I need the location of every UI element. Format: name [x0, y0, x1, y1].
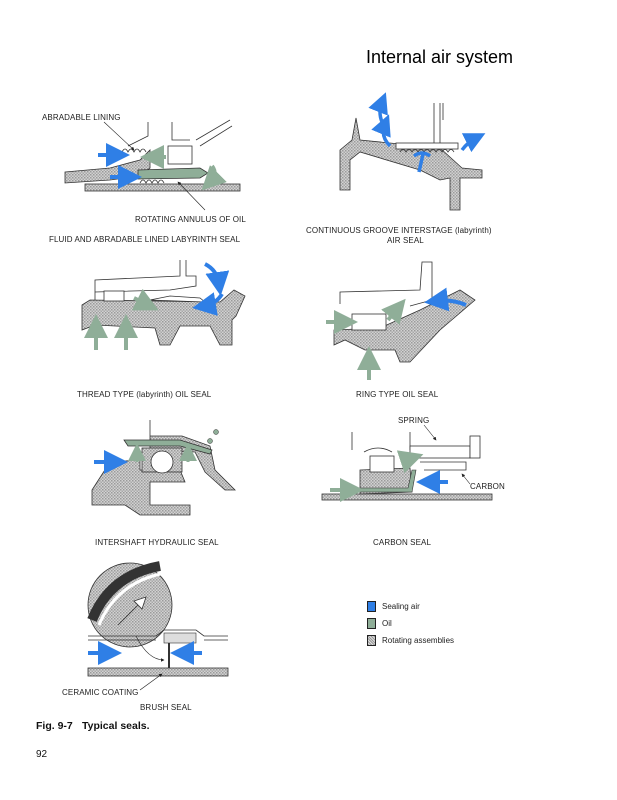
seal-5-drawing: [91, 420, 236, 516]
label-rotating-annulus: ROTATING ANNULUS OF OIL: [135, 215, 246, 224]
legend-item-rotating: Rotating assemblies: [367, 632, 454, 649]
legend-item-sealing-air: Sealing air: [367, 598, 454, 615]
oil-swatch: [367, 618, 376, 629]
rotating-swatch: [367, 635, 376, 646]
seal-7-drawing: [87, 561, 229, 691]
caption-fluid-abradable-seal: FLUID AND ABRADABLE LINED LABYRINTH SEAL: [49, 235, 241, 244]
caption-intershaft-seal: INTERSHAFT HYDRAULIC SEAL: [95, 538, 219, 547]
legend-label: Sealing air: [382, 602, 420, 611]
page-number: 92: [36, 749, 48, 760]
seal-4-drawing: [326, 261, 476, 380]
caption-thread-type-seal: THREAD TYPE (labyrinth) OIL SEAL: [77, 390, 212, 399]
seal-1-drawing: [64, 119, 241, 211]
seal-3-drawing: [81, 260, 246, 350]
seal-2-drawing: [339, 92, 486, 211]
caption-brush-seal: BRUSH SEAL: [140, 703, 192, 712]
legend-item-oil: Oil: [367, 615, 454, 632]
label-abradable-lining: ABRADABLE LINING: [42, 113, 121, 122]
label-ceramic-coating: CERAMIC COATING: [62, 688, 139, 697]
legend: Sealing air Oil Rotating assemblies: [367, 598, 454, 649]
figure-number: Fig. 9-7: [36, 720, 73, 732]
page-title: Internal air system: [366, 47, 514, 67]
legend-label: Oil: [382, 619, 392, 628]
caption-carbon-seal: CARBON SEAL: [373, 538, 432, 547]
sealing-air-swatch: [367, 601, 376, 612]
seal-6-drawing: [321, 424, 493, 502]
legend-label: Rotating assemblies: [382, 636, 455, 645]
caption-ring-type-seal: RING TYPE OIL SEAL: [356, 390, 439, 399]
figure-caption: Fig. 9-7 Typical seals.: [36, 720, 150, 732]
caption-continuous-groove-line1: CONTINUOUS GROOVE INTERSTAGE (labyrinth): [306, 226, 492, 235]
label-carbon: CARBON: [470, 482, 505, 491]
caption-continuous-groove-line2: AIR SEAL: [387, 236, 424, 245]
figure-title: Typical seals.: [82, 720, 150, 732]
label-spring: SPRING: [398, 416, 430, 425]
